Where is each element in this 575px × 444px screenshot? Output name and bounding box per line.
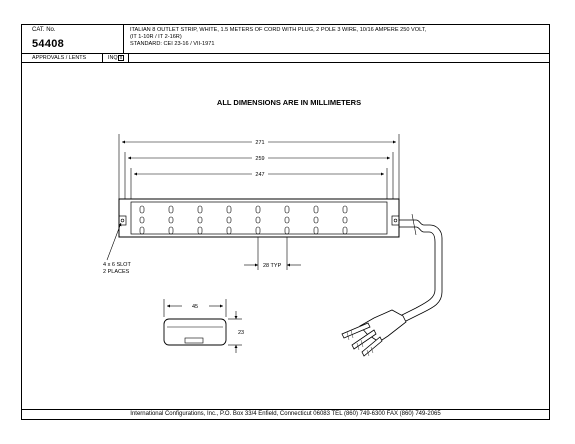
company-footer: International Configurations, Inc., P.O.… xyxy=(22,409,549,419)
outlets xyxy=(139,205,348,235)
power-cord xyxy=(399,213,443,323)
outlet xyxy=(313,205,319,235)
dimension-259 xyxy=(124,152,394,210)
dimension-247-label: 247 xyxy=(255,172,264,178)
dimension-45-label: 45 xyxy=(192,304,198,310)
outlet xyxy=(284,205,290,235)
description-line-2: (IT 1-10R / IT 2-16R) xyxy=(130,34,182,41)
slot-note-line-1: 4 x 6 SLOT xyxy=(103,262,131,268)
outlet xyxy=(139,205,145,235)
technical-drawing: ALL DIMENSIONS ARE IN MILLIMETERS 271 25… xyxy=(103,98,443,357)
outlet xyxy=(255,205,261,235)
approvals-label: APPROVALS / LENTS xyxy=(32,55,87,61)
catalog-number-box: CAT. No. 54408 xyxy=(22,25,124,54)
product-description: ITALIAN 8 OUTLET STRIP, WHITE, 1.5 METER… xyxy=(124,25,549,54)
approvals-checkbox: x xyxy=(118,55,124,61)
description-line-1: ITALIAN 8 OUTLET STRIP, WHITE, 1.5 METER… xyxy=(130,27,427,33)
slot-note-line-2: 2 PLACES xyxy=(103,269,130,275)
side-view xyxy=(163,299,242,353)
dimension-259-label: 259 xyxy=(255,156,264,162)
plug xyxy=(341,309,407,357)
approvals-row: APPROVALS / LENTS INQ x xyxy=(22,54,549,63)
dimension-271-label: 271 xyxy=(255,140,264,146)
dimensions-note: ALL DIMENSIONS ARE IN MILLIMETERS xyxy=(217,98,361,107)
outlet-strip-body xyxy=(118,198,400,238)
approvals-divider-2 xyxy=(128,54,129,62)
dimension-23-label: 23 xyxy=(238,330,244,336)
outlet xyxy=(342,205,348,235)
drawing-sheet: CAT. No. 54408 ITALIAN 8 OUTLET STRIP, W… xyxy=(21,24,550,420)
dimension-271 xyxy=(118,134,400,210)
outlet xyxy=(226,205,232,235)
outlet xyxy=(168,205,174,235)
dimension-28-label: 28 TYP xyxy=(263,263,282,269)
description-line-3: STANDARD: CEI 23-16 / VII-1971 xyxy=(130,41,215,48)
catalog-number: 54408 xyxy=(32,38,65,50)
dimension-247 xyxy=(130,168,388,200)
dimension-28-typ xyxy=(244,237,301,270)
approvals-divider xyxy=(102,54,103,62)
approvals-value: INQ xyxy=(108,55,118,61)
outlet xyxy=(197,205,203,235)
catalog-label: CAT. No. xyxy=(32,27,56,33)
slot-leader-line xyxy=(106,222,122,261)
